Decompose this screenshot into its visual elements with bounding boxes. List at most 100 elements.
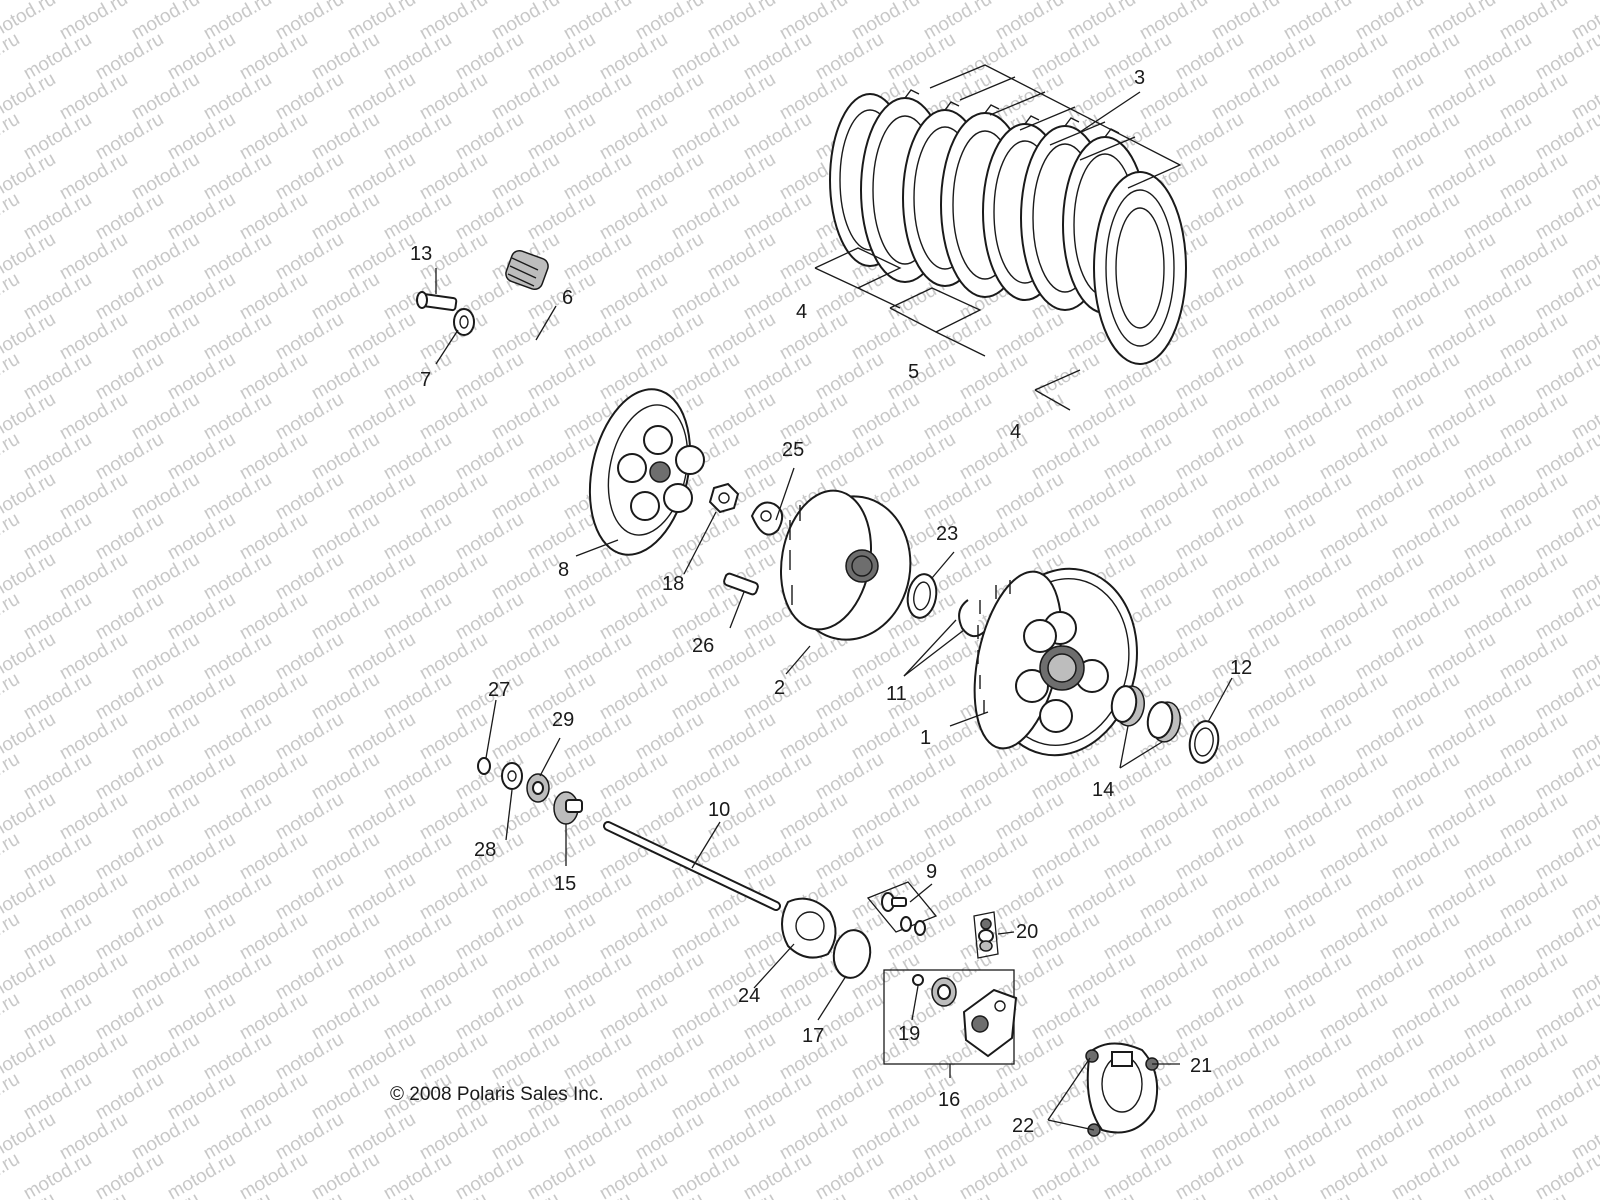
watermark-text: motod.ru xyxy=(1460,1149,1535,1200)
watermark-text: motod.ru xyxy=(416,469,491,525)
watermark-text: motod.ru xyxy=(92,1149,167,1200)
watermark-text: motod.ru xyxy=(20,909,95,965)
watermark-text: motod.ru xyxy=(596,1069,671,1125)
watermark-text: motod.ru xyxy=(0,109,23,165)
watermark-text: motod.ru xyxy=(0,269,23,325)
watermark-text: motod.ru xyxy=(128,469,203,525)
watermark-text: motod.ru xyxy=(128,1029,203,1085)
watermark-text: motod.ru xyxy=(92,669,167,725)
watermark-text: motod.ru xyxy=(1280,789,1355,845)
watermark-text: motod.ru xyxy=(1280,309,1355,365)
watermark-text: motod.ru xyxy=(236,989,311,1045)
watermark-text: motod.ru xyxy=(0,589,23,645)
watermark-text: motod.ru xyxy=(956,29,1031,85)
watermark-text: motod.ru xyxy=(56,549,131,605)
watermark-text: motod.ru xyxy=(1532,829,1600,885)
watermark-text: motod.ru xyxy=(92,509,167,565)
watermark-text: motod.ru xyxy=(1064,949,1139,1005)
watermark-text: motod.ru xyxy=(1352,469,1427,525)
watermark-text: motod.ru xyxy=(56,709,131,765)
watermark-text: motod.ru xyxy=(164,909,239,965)
watermark-text: motod.ru xyxy=(1136,629,1211,685)
watermark-text: motod.ru xyxy=(1100,429,1175,485)
watermark-text: motod.ru xyxy=(452,1149,527,1200)
watermark-text: motod.ru xyxy=(308,749,383,805)
watermark-text: motod.ru xyxy=(668,989,743,1045)
watermark-text: motod.ru xyxy=(1460,189,1535,245)
watermark-text: motod.ru xyxy=(596,269,671,325)
watermark-text: motod.ru xyxy=(524,589,599,645)
watermark-text: motod.ru xyxy=(308,1149,383,1200)
watermark-text: motod.ru xyxy=(1280,0,1355,44)
watermark-text: motod.ru xyxy=(560,229,635,285)
watermark-text: motod.ru xyxy=(164,29,239,85)
watermark-text: motod.ru xyxy=(1424,1109,1499,1165)
watermark-text: motod.ru xyxy=(632,149,707,205)
watermark-text: motod.ru xyxy=(1244,909,1319,965)
watermark-text: motod.ru xyxy=(632,229,707,285)
watermark-text: motod.ru xyxy=(20,509,95,565)
watermark-text: motod.ru xyxy=(236,749,311,805)
watermark-text: motod.ru xyxy=(1280,1109,1355,1165)
watermark-text: motod.ru xyxy=(1280,869,1355,925)
watermark-text: motod.ru xyxy=(308,509,383,565)
watermark-text: motod.ru xyxy=(92,269,167,325)
watermark-text: motod.ru xyxy=(1532,749,1600,805)
watermark-text: motod.ru xyxy=(92,909,167,965)
watermark-text: motod.ru xyxy=(740,1149,815,1200)
watermark-text: motod.ru xyxy=(20,429,95,485)
watermark-text: motod.ru xyxy=(1280,629,1355,685)
watermark-text: motod.ru xyxy=(848,389,923,445)
watermark-text: motod.ru xyxy=(1388,989,1463,1045)
watermark-text: motod.ru xyxy=(488,549,563,605)
watermark-text: motod.ru xyxy=(1316,509,1391,565)
part-15-release-piece xyxy=(553,791,583,825)
watermark-text: motod.ru xyxy=(416,149,491,205)
watermark-text: motod.ru xyxy=(1424,549,1499,605)
watermark-text: motod.ru xyxy=(884,349,959,405)
watermark-text: motod.ru xyxy=(20,669,95,725)
watermark-text: motod.ru xyxy=(524,29,599,85)
watermark-text: motod.ru xyxy=(1028,29,1103,85)
watermark-text: motod.ru xyxy=(560,1109,635,1165)
watermark-text: motod.ru xyxy=(992,69,1067,125)
watermark-text: motod.ru xyxy=(236,589,311,645)
watermark-text: motod.ru xyxy=(524,429,599,485)
watermark-text: motod.ru xyxy=(20,989,95,1045)
watermark-text: motod.ru xyxy=(1208,389,1283,445)
watermark-text: motod.ru xyxy=(416,709,491,765)
watermark-text: motod.ru xyxy=(848,309,923,365)
watermark-text: motod.ru xyxy=(1496,229,1571,285)
watermark-text: motod.ru xyxy=(920,0,995,44)
watermark-text: motod.ru xyxy=(1424,789,1499,845)
watermark-text: motod.ru xyxy=(380,749,455,805)
watermark-text: motod.ru xyxy=(452,189,527,245)
watermark-text: motod.ru xyxy=(1388,829,1463,885)
watermark-text: motod.ru xyxy=(1136,69,1211,125)
watermark-text: motod.ru xyxy=(344,149,419,205)
watermark-text: motod.ru xyxy=(1424,629,1499,685)
callout-19: 19 xyxy=(898,1023,920,1045)
watermark-text: motod.ru xyxy=(1424,309,1499,365)
watermark-text: motod.ru xyxy=(740,829,815,885)
watermark-text: motod.ru xyxy=(1136,469,1211,525)
callout-17: 17 xyxy=(802,1025,824,1047)
watermark-text: motod.ru xyxy=(1496,69,1571,125)
watermark-text: motod.ru xyxy=(1388,509,1463,565)
watermark-text: motod.ru xyxy=(524,109,599,165)
part-6-spring xyxy=(505,249,549,291)
watermark-text: motod.ru xyxy=(956,349,1031,405)
watermark-text: motod.ru xyxy=(56,789,131,845)
watermark-text: motod.ru xyxy=(992,309,1067,365)
watermark-text: motod.ru xyxy=(380,429,455,485)
watermark-text: motod.ru xyxy=(1100,509,1175,565)
watermark-text: motod.ru xyxy=(1496,709,1571,765)
watermark-text: motod.ru xyxy=(272,69,347,125)
watermark-text: motod.ru xyxy=(1460,429,1535,485)
watermark-text: motod.ru xyxy=(1388,269,1463,325)
watermark-text: motod.ru xyxy=(92,989,167,1045)
watermark-text: motod.ru xyxy=(812,349,887,405)
watermark-text: motod.ru xyxy=(1208,709,1283,765)
watermark-text: motod.ru xyxy=(812,29,887,85)
watermark-text: motod.ru xyxy=(272,549,347,605)
